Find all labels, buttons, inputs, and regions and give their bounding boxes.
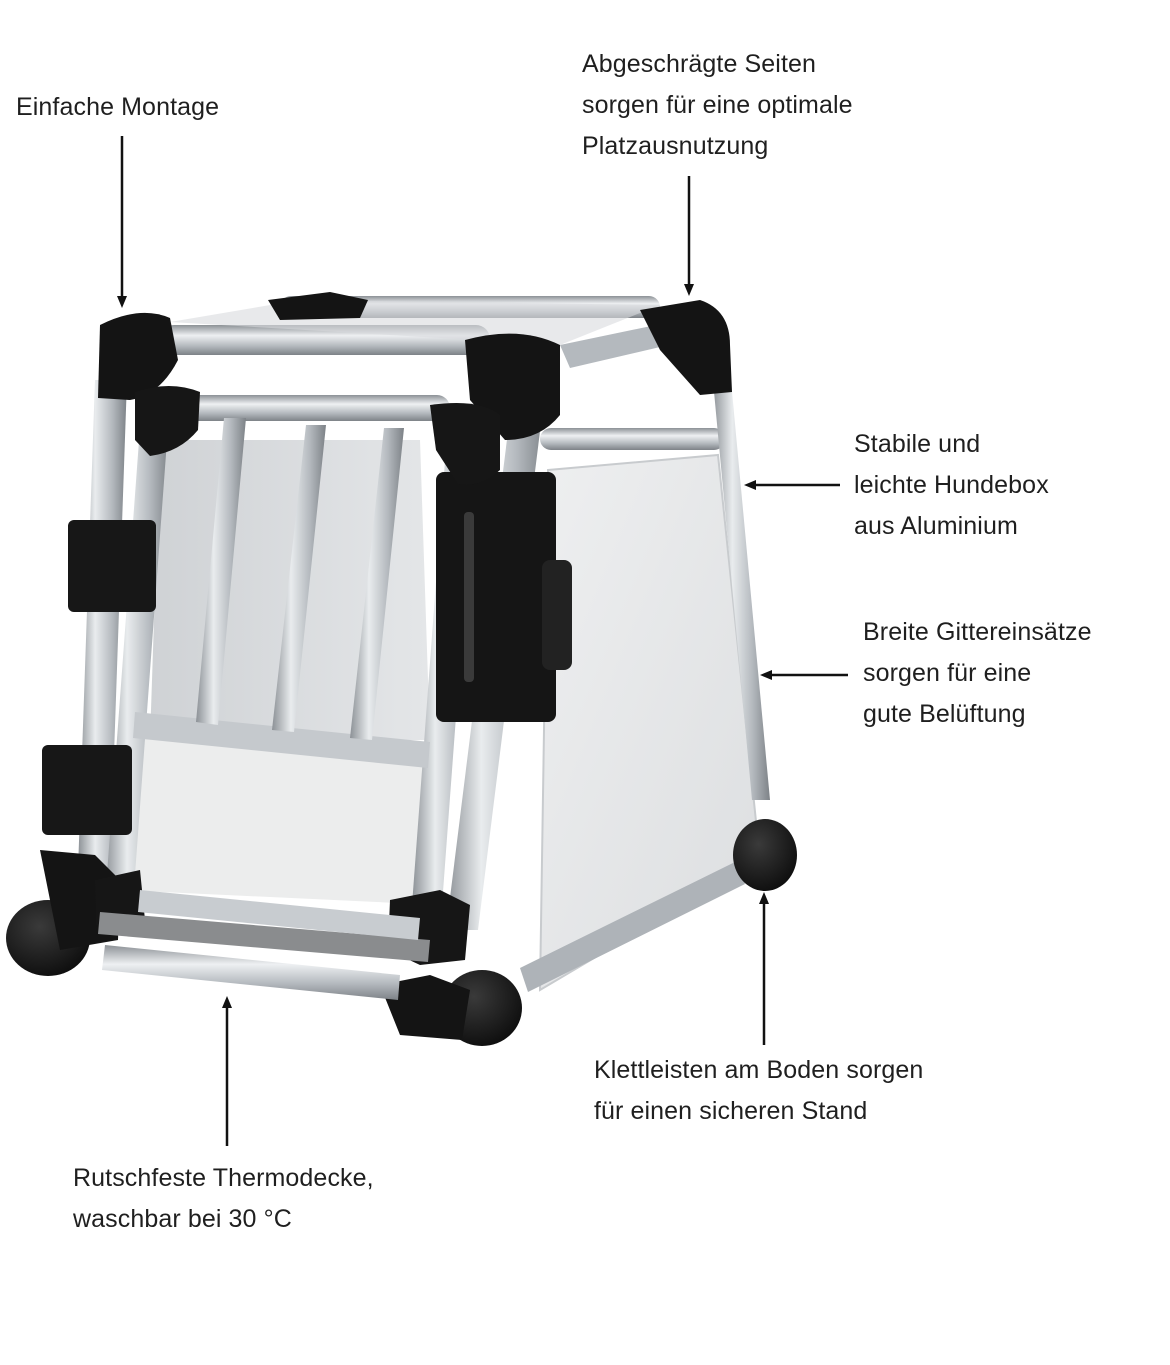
door-latch-handle	[542, 560, 572, 670]
corner-door-top-left	[135, 386, 200, 456]
door-bar-3	[350, 428, 404, 740]
side-upper-rail	[540, 428, 725, 450]
bottom-front-rail	[102, 945, 400, 1000]
side-bottom-rail	[520, 862, 745, 992]
corner-top-back-left	[268, 292, 368, 320]
front-lower-panel	[120, 730, 440, 905]
door-mid-rail	[133, 712, 430, 768]
callout-stable-aluminium: Stabile und leichte Hundebox aus Alumini…	[854, 430, 1049, 540]
door-latch	[436, 472, 556, 722]
crate	[6, 292, 797, 1046]
hinge-upper	[68, 520, 156, 612]
door-bar-2	[272, 425, 326, 732]
door-latch-slot	[464, 512, 474, 682]
door-bar-1	[196, 418, 246, 725]
callout-grid-inserts: Breite Gittereinsätze sorgen für eine gu…	[863, 618, 1092, 728]
corner-top-back-right	[640, 300, 732, 395]
corner-bottom-front-right	[380, 975, 470, 1040]
callout-slanted-sides: Abgeschrägte Seiten sorgen für eine opti…	[582, 50, 853, 160]
foot-back-right	[733, 819, 797, 891]
callout-velcro-strips: Klettleisten am Boden sorgen für einen s…	[594, 1056, 924, 1125]
back-right-post	[712, 370, 770, 800]
door-top-rail	[180, 395, 450, 421]
corner-door-top-right	[430, 402, 500, 485]
hinge-lower	[42, 745, 132, 835]
callout-thermal-mat: Rutschfeste Thermodecke, waschbar bei 30…	[73, 1164, 374, 1233]
corner-top-front-left	[98, 312, 178, 400]
door-bottom-rail	[138, 890, 420, 940]
callout-easy-assembly: Einfache Montage	[16, 93, 220, 121]
thermo-mat-edge	[98, 912, 430, 962]
